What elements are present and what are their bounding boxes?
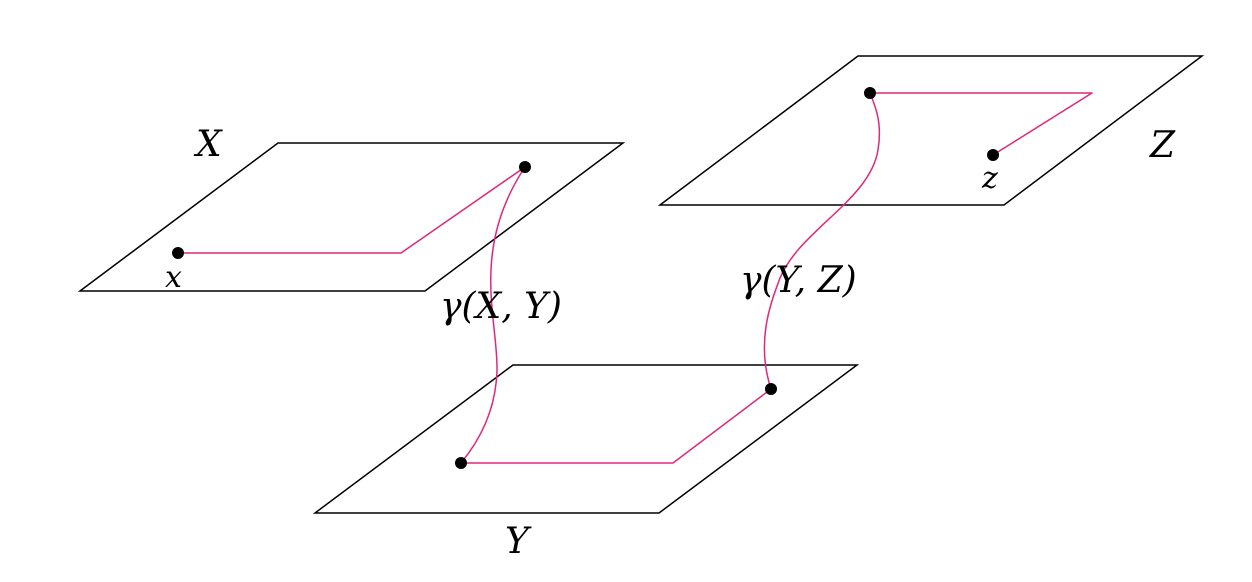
plane-z-label: Z <box>1149 125 1176 166</box>
path-segment-in-plane-x <box>177 166 526 254</box>
plane-z <box>657 55 1205 206</box>
point-x-label: x <box>165 260 182 295</box>
point-z-label: z <box>981 161 998 196</box>
path-segment-in-plane-y <box>460 388 772 464</box>
curve-gamma-y-z <box>763 92 881 390</box>
plane-y <box>312 364 860 514</box>
plane-z-entry-dot <box>864 87 876 99</box>
point-z-dot <box>987 149 999 161</box>
plane-x <box>77 142 626 292</box>
plane-y-entry-dot <box>455 457 467 469</box>
plane-y-label: Y <box>505 521 532 562</box>
path-segment-in-plane-z <box>869 92 1093 156</box>
gamma-x-y-label: γ(X, Y) <box>440 286 562 327</box>
plane-y-exit-dot <box>765 383 777 395</box>
gamma-y-z-label: γ(Y, Z) <box>740 260 857 301</box>
plane-x-exit-dot <box>519 161 531 173</box>
curve-gamma-x-y <box>460 166 526 464</box>
point-x-dot <box>172 247 184 259</box>
plane-x-label: X <box>193 124 223 165</box>
